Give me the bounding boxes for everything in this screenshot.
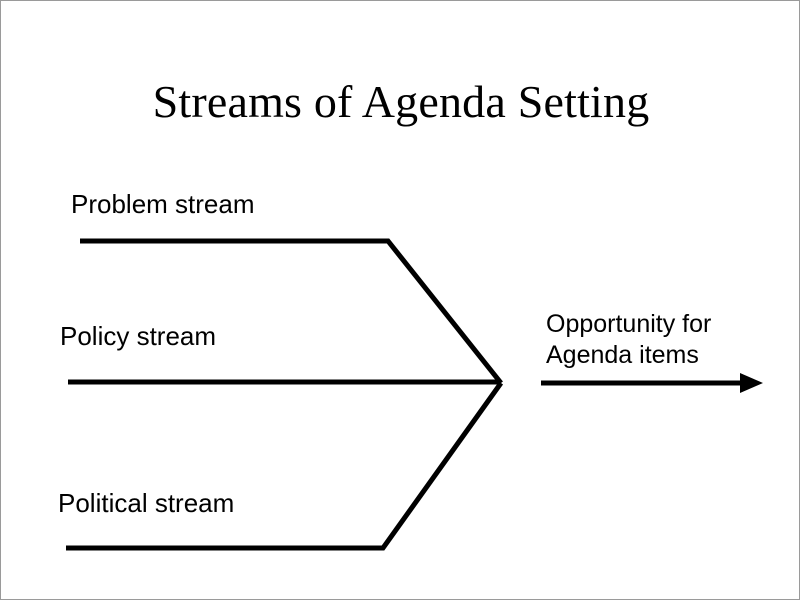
label-problem-stream: Problem stream <box>71 189 255 219</box>
label-opportunity-line2: Agenda items <box>546 340 699 369</box>
outcome-arrow-head <box>740 373 763 393</box>
page-title: Streams of Agenda Setting <box>152 76 650 127</box>
problem-stream-line <box>80 238 503 385</box>
label-policy-stream: Policy stream <box>60 321 217 351</box>
label-political-stream: Political stream <box>58 488 235 518</box>
label-opportunity-line1: Opportunity for <box>546 310 712 338</box>
political-stream-line <box>66 381 504 551</box>
